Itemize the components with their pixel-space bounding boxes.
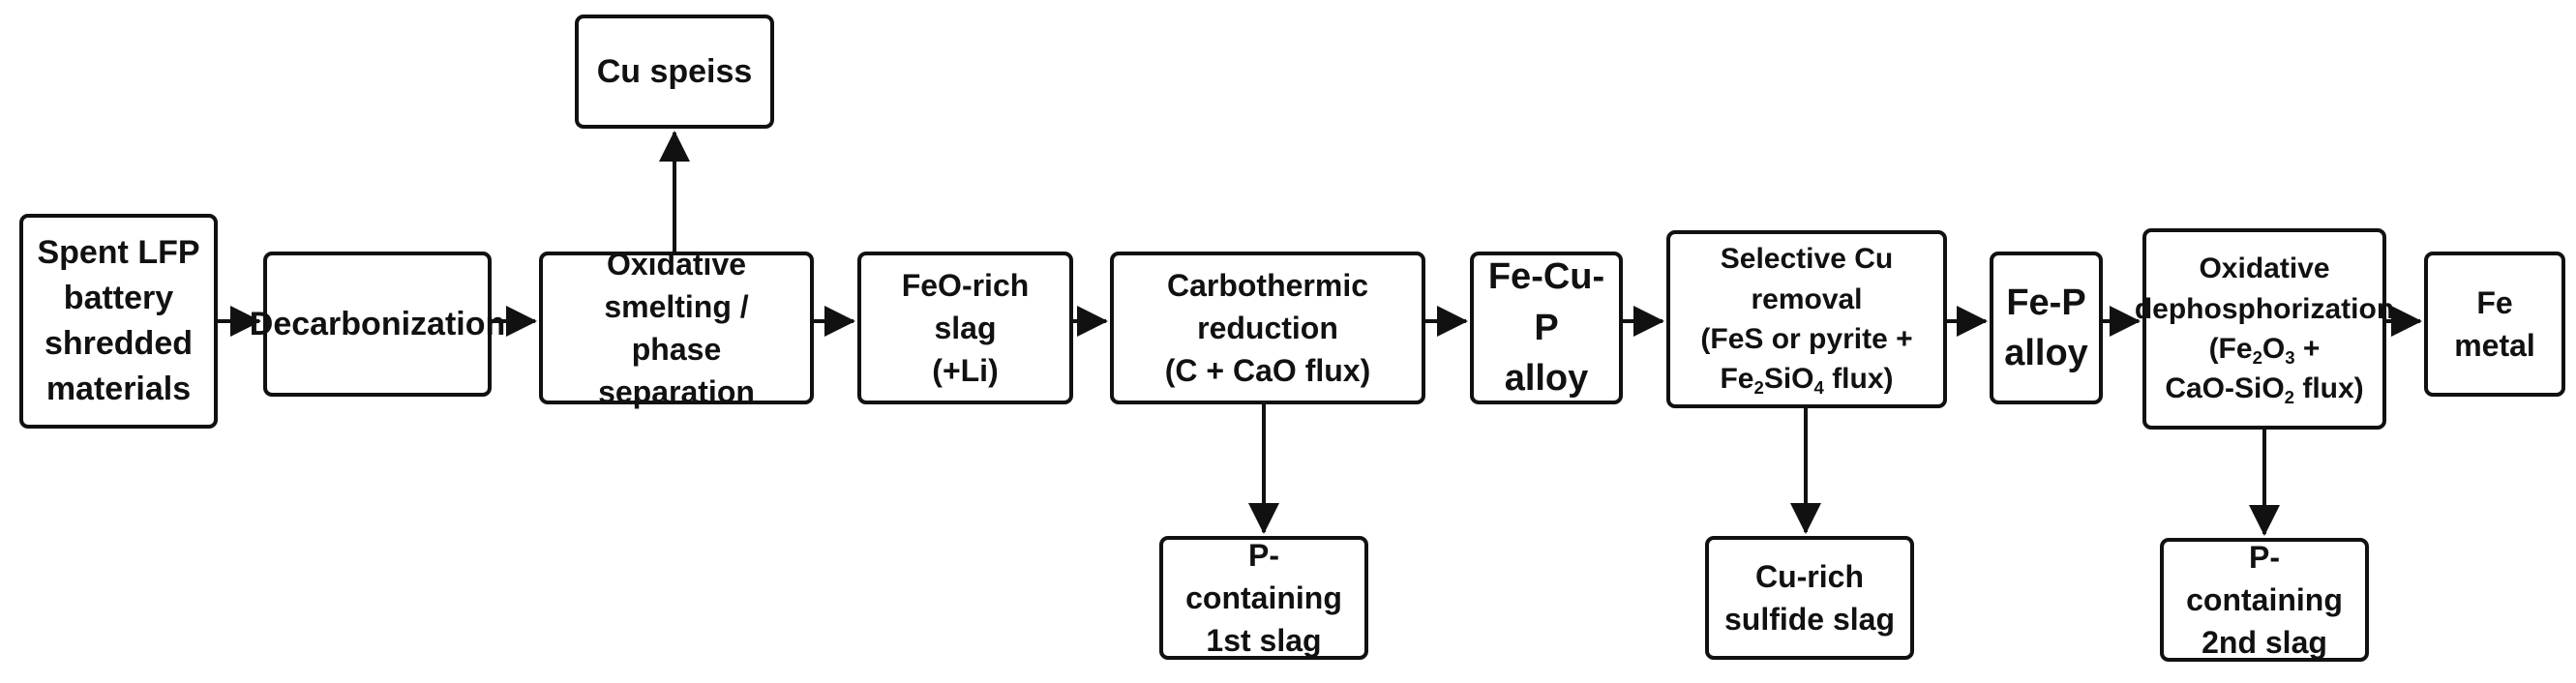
- node-oxidative-dephos-line-3: (Fe2O3 +: [2135, 329, 2394, 369]
- node-carbothermic-line-2: (C + CaO flux): [1164, 353, 1371, 389]
- node-p-slag-1-line-1: P-containing: [1185, 537, 1342, 615]
- node-selective-cu-line-2: (FeS or pyrite +: [1700, 323, 1913, 355]
- node-p-slag-1-label: P-containing 1st slag: [1175, 534, 1353, 662]
- node-feo-slag-line-1: FeO-rich slag: [901, 267, 1030, 345]
- node-oxidative-smelting: Oxidative smelting / phase separation: [539, 247, 814, 409]
- node-cu-speiss-line-1: Cu speiss: [596, 52, 753, 90]
- node-p-slag-2-line-1: P-containing: [2186, 539, 2343, 617]
- flux-text: flux): [2294, 372, 2364, 405]
- node-p-slag-1: P-containing 1st slag: [1159, 536, 1368, 660]
- node-feo-slag: FeO-rich slag (+Li): [857, 252, 1073, 404]
- node-selective-cu-line-1: Selective Cu removal: [1720, 243, 1894, 315]
- subscript-2: 2: [2284, 387, 2295, 408]
- fe-text: Fe: [1720, 363, 1754, 396]
- node-spent-lfp-line-1: Spent LFP: [37, 234, 200, 272]
- node-spent-lfp-line-4: materials: [45, 370, 192, 407]
- node-decarbonization-label: Decarbonization: [250, 302, 505, 347]
- node-cu-sulfide-label: Cu-rich sulfide slag: [1724, 555, 1895, 640]
- node-oxidative-dephos-line-1: Oxidative: [2199, 252, 2330, 285]
- subscript-4: 4: [1813, 377, 1824, 399]
- node-oxidative-smelting-line-1: Oxidative smelting /: [604, 246, 749, 324]
- o-text: O: [2261, 333, 2286, 365]
- node-fe-metal-line-1: Fe metal: [2454, 284, 2535, 363]
- subscript-3: 3: [2285, 346, 2295, 368]
- subscript-2: 2: [1753, 377, 1764, 399]
- node-spent-lfp-line-3: shredded: [44, 325, 194, 362]
- sio-text: SiO: [1763, 363, 1814, 396]
- node-fe-p-line-1: Fe-P: [2006, 282, 2086, 323]
- node-fe-cu-p-line-2: alloy: [1504, 358, 1589, 400]
- node-selective-cu-line-3: Fe2SiO4 flux): [1682, 359, 1932, 399]
- subscript-2: 2: [2252, 346, 2262, 368]
- node-decarbonization-line-1: Decarbonization: [249, 305, 506, 342]
- fe-text: (Fe: [2208, 333, 2253, 365]
- node-decarbonization: Decarbonization: [250, 252, 505, 397]
- node-selective-cu: Selective Cu removal (FeS or pyrite + Fe…: [1666, 230, 1947, 408]
- node-oxidative-dephos-line-4: CaO-SiO2 flux): [2135, 369, 2394, 408]
- plus-text: +: [2294, 333, 2321, 365]
- node-carbothermic-label: Carbothermic reduction (C + CaO flux): [1125, 264, 1410, 392]
- node-fe-metal: Fe metal: [2424, 252, 2565, 397]
- cao-sio-text: CaO-SiO: [2165, 372, 2285, 405]
- node-fe-cu-p-label: Fe-Cu-P alloy: [1485, 252, 1607, 403]
- node-fe-p: Fe-P alloy: [1990, 252, 2103, 404]
- node-p-slag-2-label: P-containing 2nd slag: [2175, 536, 2353, 664]
- node-cu-sulfide-line-1: Cu-rich: [1754, 558, 1864, 594]
- node-spent-lfp-label: Spent LFP battery shredded materials: [37, 230, 199, 412]
- node-p-slag-2-line-2: 2nd slag: [2202, 625, 2327, 661]
- node-p-slag-1-line-2: 1st slag: [1206, 623, 1322, 659]
- node-feo-slag-line-2: (+Li): [932, 353, 999, 389]
- node-cu-speiss: Cu speiss: [575, 15, 774, 129]
- flux-text: flux): [1823, 363, 1894, 396]
- node-fe-metal-label: Fe metal: [2440, 282, 2550, 367]
- node-spent-lfp: Spent LFP battery shredded materials: [19, 214, 218, 429]
- node-fe-p-line-2: alloy: [2004, 333, 2088, 373]
- node-feo-slag-label: FeO-rich slag (+Li): [873, 264, 1058, 392]
- node-carbothermic-line-1: Carbothermic reduction: [1166, 267, 1369, 345]
- node-p-slag-2: P-containing 2nd slag: [2160, 538, 2369, 662]
- node-oxidative-dephos-label: Oxidative dephosphorization (Fe2O3 + CaO…: [2135, 249, 2394, 409]
- node-fe-cu-p: Fe-Cu-P alloy: [1470, 252, 1623, 404]
- node-cu-sulfide-line-2: sulfide slag: [1723, 602, 1896, 637]
- node-oxidative-dephos-line-2: dephosphorization: [2134, 292, 2395, 325]
- node-fe-p-label: Fe-P alloy: [2004, 278, 2088, 379]
- node-carbothermic: Carbothermic reduction (C + CaO flux): [1110, 252, 1425, 404]
- node-cu-sulfide: Cu-rich sulfide slag: [1705, 536, 1914, 660]
- node-fe-cu-p-line-1: Fe-Cu-P: [1487, 256, 1605, 348]
- node-cu-speiss-label: Cu speiss: [597, 49, 753, 95]
- node-spent-lfp-line-2: battery: [63, 280, 174, 317]
- node-oxidative-smelting-line-2: phase separation: [598, 332, 755, 410]
- node-oxidative-dephos: Oxidative dephosphorization (Fe2O3 + CaO…: [2135, 228, 2394, 430]
- node-oxidative-smelting-label: Oxidative smelting / phase separation: [554, 243, 798, 414]
- node-selective-cu-label: Selective Cu removal (FeS or pyrite + Fe…: [1682, 239, 1932, 400]
